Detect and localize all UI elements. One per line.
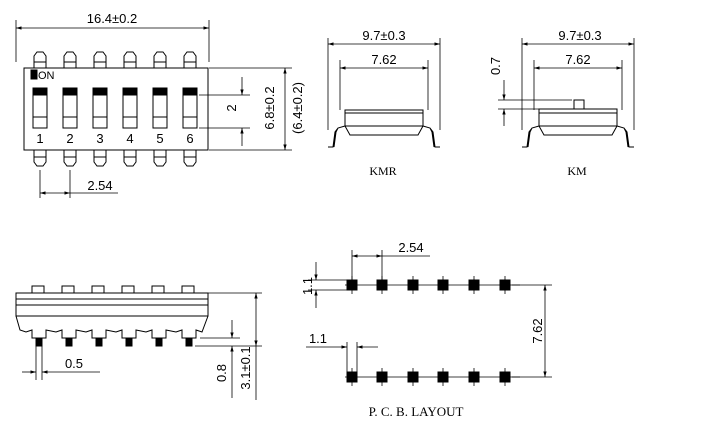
pcb-pitch-dim: 2.54 (398, 240, 423, 255)
pcb-pad-width-dim: 1.1 (309, 331, 327, 346)
kmr-inner-dim: 7.62 (371, 52, 396, 67)
switch-body (23, 67, 209, 151)
switch-slots (32, 87, 198, 129)
switch-number-1: 1 (36, 131, 43, 146)
switch-number-2: 2 (66, 131, 73, 146)
pcb-top-pads (345, 276, 520, 294)
km-label: KM (567, 164, 587, 178)
switch-height-dim: 2 (224, 104, 239, 111)
pcb-row-spacing-dim: 7.62 (530, 318, 545, 343)
kmr-end-view: 9.7±0.3 7.62 KMR (327, 28, 441, 178)
switch-number-3: 3 (96, 131, 103, 146)
pcb-layout: 2.54 1.1 1.1 (300, 240, 552, 419)
pcb-layout-title: P. C. B. LAYOUT (369, 404, 464, 419)
pitch-dim: 2.54 (87, 178, 112, 193)
total-height-dim: 3.1±0.1 (238, 346, 253, 389)
height-alt-dim: (6.4±0.2) (290, 82, 305, 134)
top-pins (33, 51, 197, 68)
overall-width-dim: 16.4±0.2 (87, 11, 138, 26)
pcb-pad-size-dim: 1.1 (300, 277, 315, 295)
km-width-dim: 9.7±0.3 (558, 28, 601, 43)
km-end-view: 9.7±0.3 7.62 0.7 KM (488, 28, 635, 178)
pin-height-dim: 0.8 (214, 364, 229, 382)
kmr-label: KMR (369, 164, 396, 178)
on-label: ON (38, 70, 55, 82)
switch-number-6: 6 (186, 131, 193, 146)
switch-number-5: 5 (156, 131, 163, 146)
switch-number-4: 4 (126, 131, 133, 146)
pcb-bottom-pads (345, 368, 520, 386)
kmr-width-dim: 9.7±0.3 (362, 28, 405, 43)
on-marker-box (30, 69, 38, 80)
pin-width-dim: 0.5 (65, 356, 83, 371)
side-view: 0.5 0.8 3.1±0.1 (15, 285, 262, 400)
top-view: 16.4±0.2 ON (15, 11, 305, 198)
km-actuator-dim: 0.7 (488, 57, 503, 75)
height-dim: 6.8±0.2 (262, 86, 277, 129)
km-inner-dim: 7.62 (565, 52, 590, 67)
bottom-pins (33, 150, 197, 167)
side-pins (35, 337, 193, 347)
